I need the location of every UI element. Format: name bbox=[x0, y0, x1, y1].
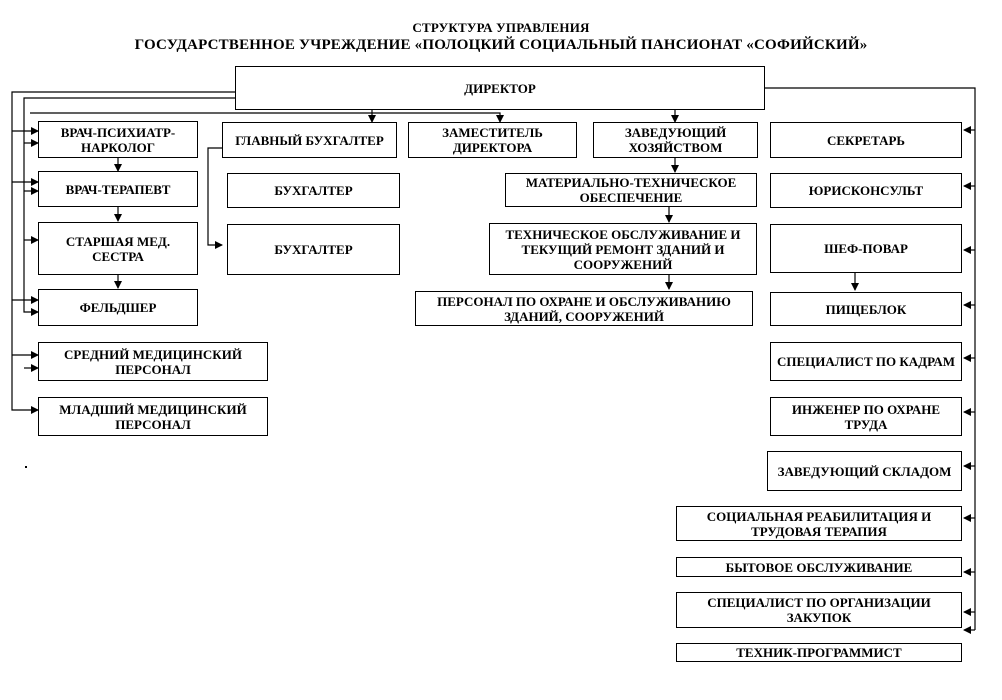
therapist-label: ВРАЧ-ТЕРАПЕВТ bbox=[65, 181, 171, 197]
head-household-box: ЗАВЕДУЮЩИЙ ХОЗЯЙСТВОМ bbox=[593, 122, 758, 158]
programmer-label: ТЕХНИК-ПРОГРАММИСТ bbox=[736, 645, 902, 660]
procurement-label: СПЕЦИАЛИСТ ПО ОРГАНИЗАЦИИ ЗАКУПОК bbox=[707, 595, 931, 625]
household-service-box: БЫТОВОЕ ОБСЛУЖИВАНИЕ bbox=[676, 557, 962, 577]
head-nurse-label: СТАРШАЯ МЕД. СЕСТРА bbox=[65, 233, 171, 264]
mid-medical-box: СРЕДНИЙ МЕДИЦИНСКИЙ ПЕРСОНАЛ bbox=[38, 342, 268, 381]
security-label: ПЕРСОНАЛ ПО ОХРАНЕ И ОБСЛУЖИВАНИЮ ЗДАНИЙ… bbox=[437, 293, 731, 324]
legal-label: ЮРИСКОНСУЛЬТ bbox=[808, 183, 924, 198]
household-service-label: БЫТОВОЕ ОБСЛУЖИВАНИЕ bbox=[725, 559, 913, 575]
chief-accountant-label: ГЛАВНЫЙ БУХГАЛТЕР bbox=[235, 132, 384, 148]
catering-label: ПИЩЕБЛОК bbox=[825, 301, 907, 317]
chief-accountant-box: ГЛАВНЫЙ БУХГАЛТЕР bbox=[222, 122, 397, 158]
legal-box: ЮРИСКОНСУЛЬТ bbox=[770, 173, 962, 208]
catering-box: ПИЩЕБЛОК bbox=[770, 292, 962, 326]
deputy-director-label: ЗАМЕСТИТЕЛЬ ДИРЕКТОРА bbox=[442, 125, 543, 155]
security-box: ПЕРСОНАЛ ПО ОХРАНЕ И ОБСЛУЖИВАНИЮ ЗДАНИЙ… bbox=[415, 291, 753, 326]
rehab-box: СОЦИАЛЬНАЯ РЕАБИЛИТАЦИЯ И ТРУДОВАЯ ТЕРАП… bbox=[676, 506, 962, 541]
accountant-label-1: БУХГАЛТЕР bbox=[274, 183, 353, 198]
therapist-box: ВРАЧ-ТЕРАПЕВТ bbox=[38, 171, 198, 207]
secretary-box: СЕКРЕТАРЬ bbox=[770, 122, 962, 158]
stray-dot bbox=[25, 466, 27, 468]
junior-medical-box: МЛАДШИЙ МЕДИЦИНСКИЙ ПЕРСОНАЛ bbox=[38, 397, 268, 436]
maintenance-label: ТЕХНИЧЕСКОЕ ОБСЛУЖИВАНИЕ И ТЕКУЩИЙ РЕМОН… bbox=[505, 226, 741, 272]
safety-engineer-label: ИНЖЕНЕР ПО ОХРАНЕ ТРУДА bbox=[791, 401, 941, 432]
accountant-box-2: БУХГАЛТЕР bbox=[227, 224, 400, 275]
procurement-box: СПЕЦИАЛИСТ ПО ОРГАНИЗАЦИИ ЗАКУПОК bbox=[676, 592, 962, 628]
head-nurse-box: СТАРШАЯ МЕД. СЕСТРА bbox=[38, 222, 198, 275]
secretary-label: СЕКРЕТАРЬ bbox=[826, 132, 906, 148]
accountant-label-2: БУХГАЛТЕР bbox=[274, 242, 353, 257]
chef-box: ШЕФ-ПОВАР bbox=[770, 224, 962, 273]
warehouse-box: ЗАВЕДУЮЩИЙ СКЛАДОМ bbox=[767, 451, 962, 491]
paramedic-box: ФЕЛЬДШЕР bbox=[38, 289, 198, 326]
deputy-director-box: ЗАМЕСТИТЕЛЬ ДИРЕКТОРА bbox=[408, 122, 577, 158]
psychiatrist-label: ВРАЧ-ПСИХИАТР-НАРКОЛОГ bbox=[60, 124, 176, 155]
organization-name: ГОСУДАРСТВЕННОЕ УЧРЕЖДЕНИЕ «ПОЛОЦКИЙ СОЦ… bbox=[134, 37, 868, 53]
safety-engineer-box: ИНЖЕНЕР ПО ОХРАНЕ ТРУДА bbox=[770, 397, 962, 436]
rehab-label: СОЦИАЛЬНАЯ РЕАБИЛИТАЦИЯ И ТРУДОВАЯ ТЕРАП… bbox=[706, 508, 932, 539]
accountant-box-1: БУХГАЛТЕР bbox=[227, 173, 400, 208]
programmer-box: ТЕХНИК-ПРОГРАММИСТ bbox=[676, 643, 962, 662]
material-supply-box: МАТЕРИАЛЬНО-ТЕХНИЧЕСКОЕ ОБЕСПЕЧЕНИЕ bbox=[505, 173, 757, 207]
material-supply-label: МАТЕРИАЛЬНО-ТЕХНИЧЕСКОЕ ОБЕСПЕЧЕНИЕ bbox=[525, 175, 737, 205]
hr-label: СПЕЦИАЛИСТ ПО КАДРАМ bbox=[776, 354, 956, 369]
chart-title: СТРУКТУРА УПРАВЛЕНИЯ bbox=[412, 20, 590, 35]
warehouse-label: ЗАВЕДУЮЩИЙ СКЛАДОМ bbox=[777, 463, 952, 479]
mid-medical-label: СРЕДНИЙ МЕДИЦИНСКИЙ ПЕРСОНАЛ bbox=[64, 346, 242, 377]
head-household-label: ЗАВЕДУЮЩИЙ ХОЗЯЙСТВОМ bbox=[624, 125, 727, 155]
hr-box: СПЕЦИАЛИСТ ПО КАДРАМ bbox=[770, 342, 962, 381]
junior-medical-label: МЛАДШИЙ МЕДИЦИНСКИЙ ПЕРСОНАЛ bbox=[59, 401, 247, 432]
director-box: ДИРЕКТОР bbox=[235, 66, 765, 110]
chef-label: ШЕФ-ПОВАР bbox=[824, 241, 908, 256]
paramedic-label: ФЕЛЬДШЕР bbox=[79, 300, 157, 315]
director-label: ДИРЕКТОР bbox=[464, 80, 536, 96]
maintenance-box: ТЕХНИЧЕСКОЕ ОБСЛУЖИВАНИЕ И ТЕКУЩИЙ РЕМОН… bbox=[489, 223, 757, 275]
psychiatrist-box: ВРАЧ-ПСИХИАТР-НАРКОЛОГ bbox=[38, 121, 198, 158]
